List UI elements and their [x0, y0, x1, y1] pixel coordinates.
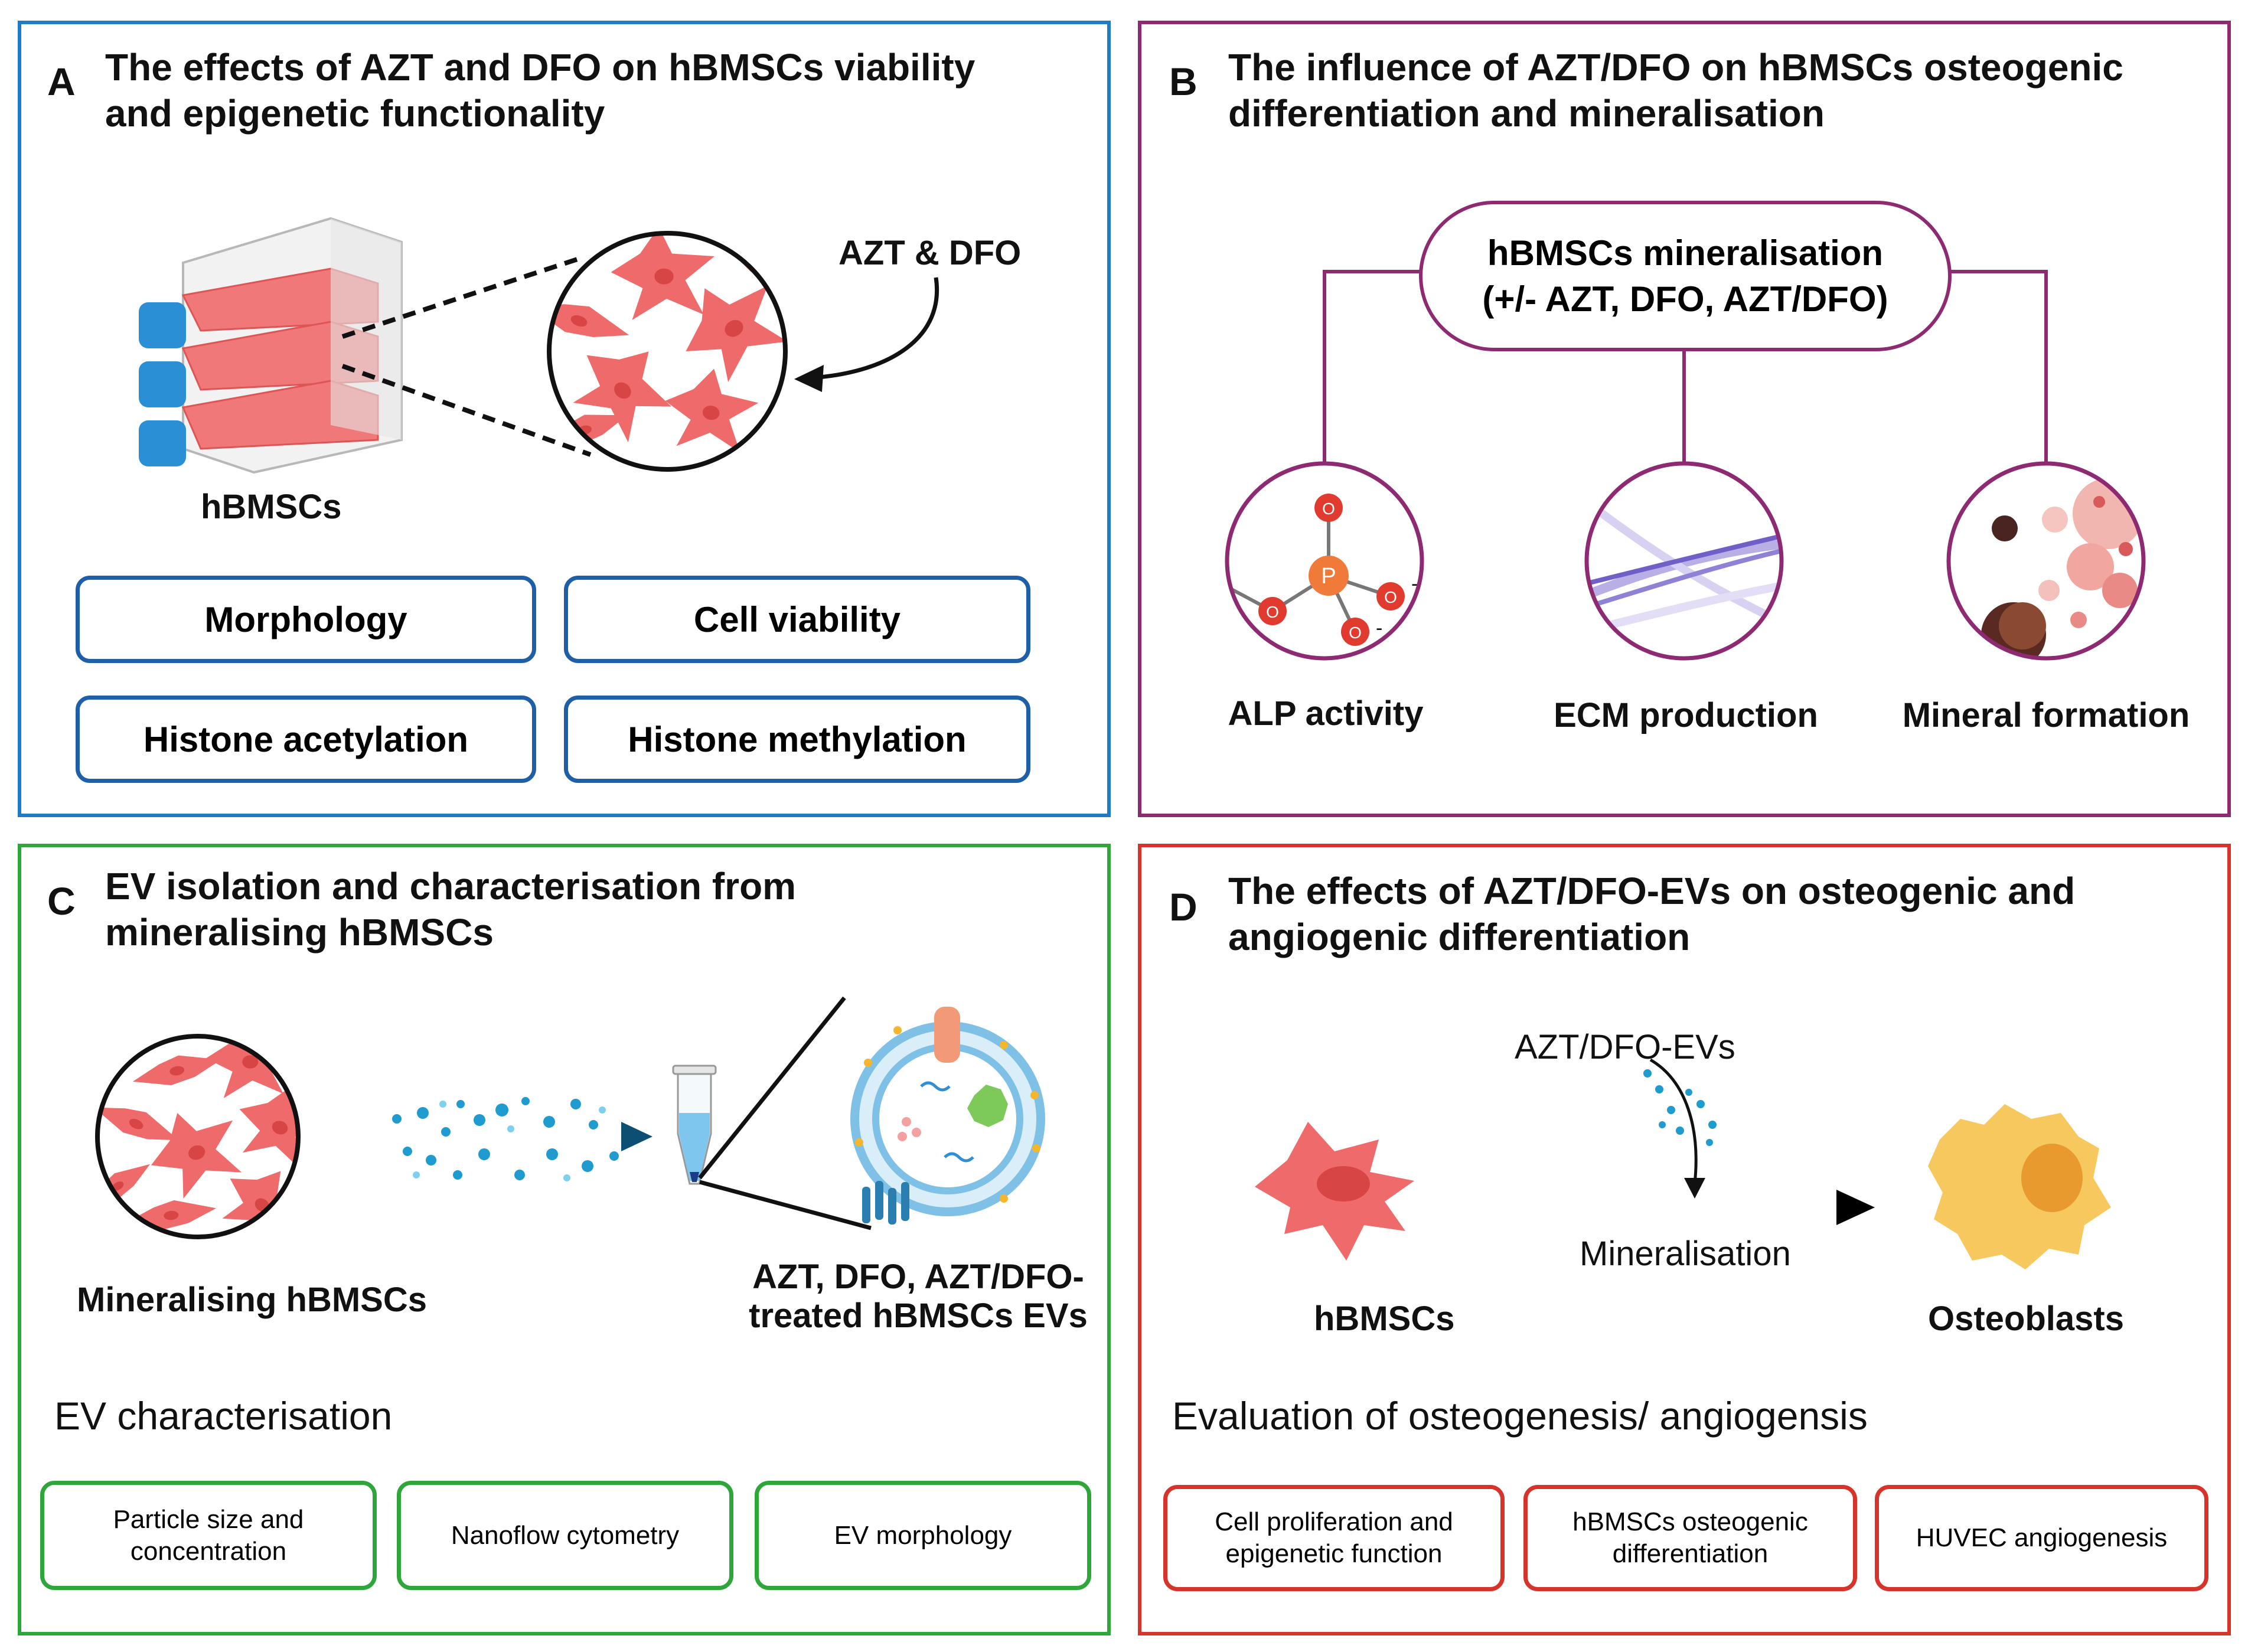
phosphorus-label: P: [1321, 564, 1336, 589]
extracellular-vesicle-icon: [850, 1007, 1045, 1225]
section-heading: EV characterisation: [54, 1394, 393, 1438]
cell-viability-box: Cell viability: [564, 576, 1030, 663]
panel-title: EV isolation and characterisation from m…: [105, 865, 797, 954]
curved-arrow-icon: [794, 277, 939, 392]
source-label: Mineralising hBMSCs: [77, 1281, 427, 1319]
to-cell-label: Osteoblasts: [1928, 1300, 2124, 1338]
ev-label-line2: treated hBMSCs EVs: [749, 1297, 1088, 1335]
ev-label-line1: AZT, DFO, AZT/DFO-: [752, 1258, 1084, 1296]
culture-flask-icon: [139, 217, 403, 474]
cell-proliferation-line1: Cell proliferation and: [1215, 1507, 1453, 1536]
collagen-fiber-icon: [1584, 461, 1784, 661]
huvec-angiogenesis-box: HUVEC angiogenesis: [1875, 1485, 2208, 1591]
panel-a-frame: [18, 21, 1111, 817]
panel-letter: A: [47, 60, 76, 103]
oxygen-label: O: [1349, 623, 1362, 642]
charge-label: -: [1376, 617, 1382, 639]
mineral-nodule-icon: [1946, 461, 2146, 661]
panel-title: The effects of AZT and DFO on hBMSCs via…: [105, 46, 975, 135]
cell-proliferation-line2: epigenetic function: [1225, 1539, 1443, 1568]
morphology-box: Morphology: [76, 576, 536, 663]
panel-letter: B: [1169, 60, 1198, 103]
tube-icon: [672, 1065, 717, 1185]
panel-title: The influence of AZT/DFO on hBMSCs osteo…: [1228, 46, 2123, 135]
zoom-lines: [341, 254, 592, 457]
mineralisation-node-line2: (+/- AZT, DFO, AZT/DFO): [1482, 279, 1888, 319]
particle-size-line1: Particle size and: [113, 1504, 304, 1534]
from-cell-label: hBMSCs: [1314, 1300, 1455, 1338]
panel-letter: C: [47, 879, 76, 923]
panel-b-frame: [1138, 21, 2231, 817]
cell-proliferation-box: Cell proliferation and epigenetic functi…: [1163, 1485, 1505, 1591]
ev-release-arrow-icon: [387, 1097, 652, 1181]
oxygen-label: O: [1322, 499, 1335, 518]
osteogenic-differentiation-line2: differentiation: [1612, 1539, 1769, 1568]
differentiation-arrow-icon: [1529, 1058, 1875, 1225]
osteogenic-differentiation-line1: hBMSCs osteogenic: [1572, 1507, 1808, 1536]
stem-cell-icon: [1255, 1122, 1414, 1261]
section-heading: Evaluation of osteogenesis/ angiogensis: [1172, 1394, 1868, 1438]
tree-connectors: [1323, 270, 2048, 463]
mineral-formation-label: Mineral formation: [1902, 696, 2190, 734]
magnify-lines: [698, 996, 872, 1230]
alp-activity-label: ALP activity: [1228, 694, 1424, 733]
histone-acetylation-box: Histone acetylation: [76, 696, 536, 783]
ev-label: AZT/DFO-EVs: [1515, 1028, 1735, 1066]
cell-culture-zoom-icon: [547, 231, 788, 472]
treatment-label: AZT & DFO: [838, 234, 1022, 272]
particle-size-line2: concentration: [130, 1536, 287, 1566]
particle-size-box: Particle size and concentration: [40, 1481, 377, 1590]
mineralisation-node-line1: hBMSCs mineralisation: [1487, 233, 1884, 273]
phosphate-molecule-icon: P O O O O - -: [1225, 461, 1424, 661]
panel-title: The effects of AZT/DFO-EVs on osteogenic…: [1228, 870, 2076, 958]
panel-c-frame: [18, 844, 1111, 1635]
histone-methylation-box: Histone methylation: [564, 696, 1030, 783]
osteoblast-icon: [1928, 1104, 2111, 1269]
oxygen-label: O: [1266, 603, 1279, 621]
osteogenic-differentiation-box: hBMSCs osteogenic differentiation: [1523, 1485, 1857, 1591]
ev-label: AZT, DFO, AZT/DFO- treated hBMSCs EVs: [738, 1258, 1098, 1336]
flask-label: hBMSCs: [201, 488, 342, 526]
ev-morphology-box: EV morphology: [755, 1481, 1091, 1590]
mineralisation-node: hBMSCs mineralisation (+/- AZT, DFO, AZT…: [1419, 201, 1952, 351]
oxygen-label: O: [1384, 588, 1397, 606]
ecm-production-label: ECM production: [1554, 696, 1818, 734]
nanoflow-cytometry-box: Nanoflow cytometry: [397, 1481, 733, 1590]
panel-letter: D: [1169, 885, 1198, 929]
process-label: Mineralisation: [1580, 1235, 1791, 1273]
panel-d-frame: [1138, 844, 2231, 1635]
cell-culture-icon: [95, 1034, 301, 1239]
charge-label: -: [1411, 573, 1418, 595]
